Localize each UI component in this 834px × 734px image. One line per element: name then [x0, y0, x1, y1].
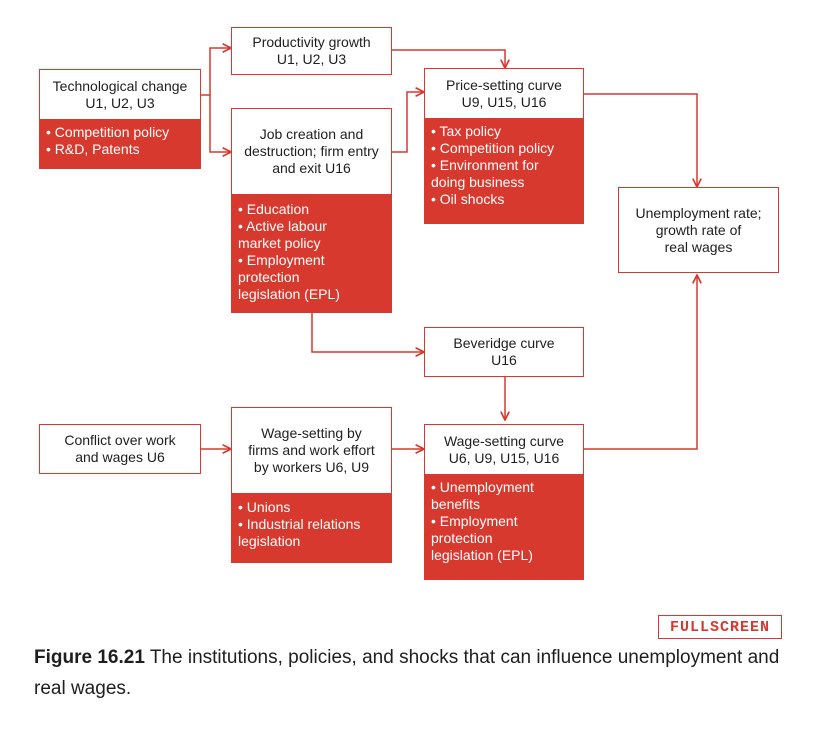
box-technological-change: Technological change U1, U2, U3 • Compet… — [39, 69, 201, 169]
list-item: • Unemployment benefits — [431, 479, 534, 512]
arrow-job-to-beveridge — [311, 313, 424, 352]
box-unemployment-rate: Unemployment rate; growth rate of real w… — [618, 187, 779, 273]
box-wage-setting-firms: Wage-setting by firms and work effort by… — [231, 407, 392, 563]
list-item: • Competition policy — [431, 140, 555, 156]
box-title: Price-setting curve U9, U15, U16 — [446, 76, 562, 110]
box-job-creation: Job creation and destruction; firm entry… — [231, 108, 392, 313]
box-productivity-growth: Productivity growth U1, U2, U3 — [231, 27, 392, 75]
list-item: • R&D, Patents — [46, 141, 140, 157]
list-item: • Environment for doing business — [431, 157, 539, 190]
policy-list: • Unions • Industrial relations legislat… — [232, 493, 391, 562]
policy-list: • Unemployment benefits • Employment pro… — [425, 474, 583, 579]
box-title: Unemployment rate; growth rate of real w… — [635, 204, 762, 255]
arrow-job-to-price — [392, 92, 424, 153]
list-item: • Active labour market policy — [238, 218, 327, 251]
fullscreen-button[interactable]: FULLSCREEN — [658, 615, 782, 639]
arrow-wagecurve-to-unemployment — [584, 275, 697, 450]
box-title: Job creation and destruction; firm entry… — [244, 126, 379, 176]
figure-label: Figure 16.21 — [34, 647, 145, 668]
arrow-tech-to-productivity — [201, 48, 231, 96]
box-title: Productivity growth U1, U2, U3 — [252, 34, 371, 67]
box-title: Beveridge curve U16 — [453, 335, 555, 368]
list-item: • Education — [238, 201, 310, 217]
list-item: • Tax policy — [431, 123, 502, 139]
caption-text: The institutions, policies, and shocks t… — [34, 647, 780, 699]
list-item: • Employment protection legislation (EPL… — [431, 513, 533, 563]
box-price-setting-curve: Price-setting curve U9, U15, U16 • Tax p… — [424, 68, 584, 224]
list-item: • Oil shocks — [431, 191, 505, 207]
list-item: • Employment protection legislation (EPL… — [238, 252, 340, 302]
box-title: Conflict over work and wages U6 — [64, 432, 176, 465]
policy-list: • Education • Active labour market polic… — [232, 194, 391, 312]
list-item: • Industrial relations legislation — [238, 516, 361, 549]
list-item: • Unions — [238, 499, 291, 515]
arrow-productivity-to-price — [392, 49, 505, 68]
arrow-price-to-unemployment — [584, 93, 697, 187]
box-title: Wage-setting by firms and work effort by… — [248, 425, 375, 475]
list-item: • Competition policy — [46, 124, 170, 140]
box-beveridge-curve: Beveridge curve U16 — [424, 327, 584, 377]
box-conflict-over-work: Conflict over work and wages U6 — [39, 424, 201, 474]
box-title: Wage-setting curve U6, U9, U15, U16 — [443, 432, 565, 466]
figure-caption: Figure 16.21 The institutions, policies,… — [34, 642, 804, 704]
policy-list: • Competition policy • R&D, Patents — [40, 119, 200, 168]
box-wage-setting-curve: Wage-setting curve U6, U9, U15, U16 • Un… — [424, 424, 584, 580]
policy-list: • Tax policy • Competition policy • Envi… — [425, 118, 583, 223]
arrow-tech-to-job — [209, 95, 231, 152]
box-title: Technological change U1, U2, U3 — [52, 77, 188, 111]
